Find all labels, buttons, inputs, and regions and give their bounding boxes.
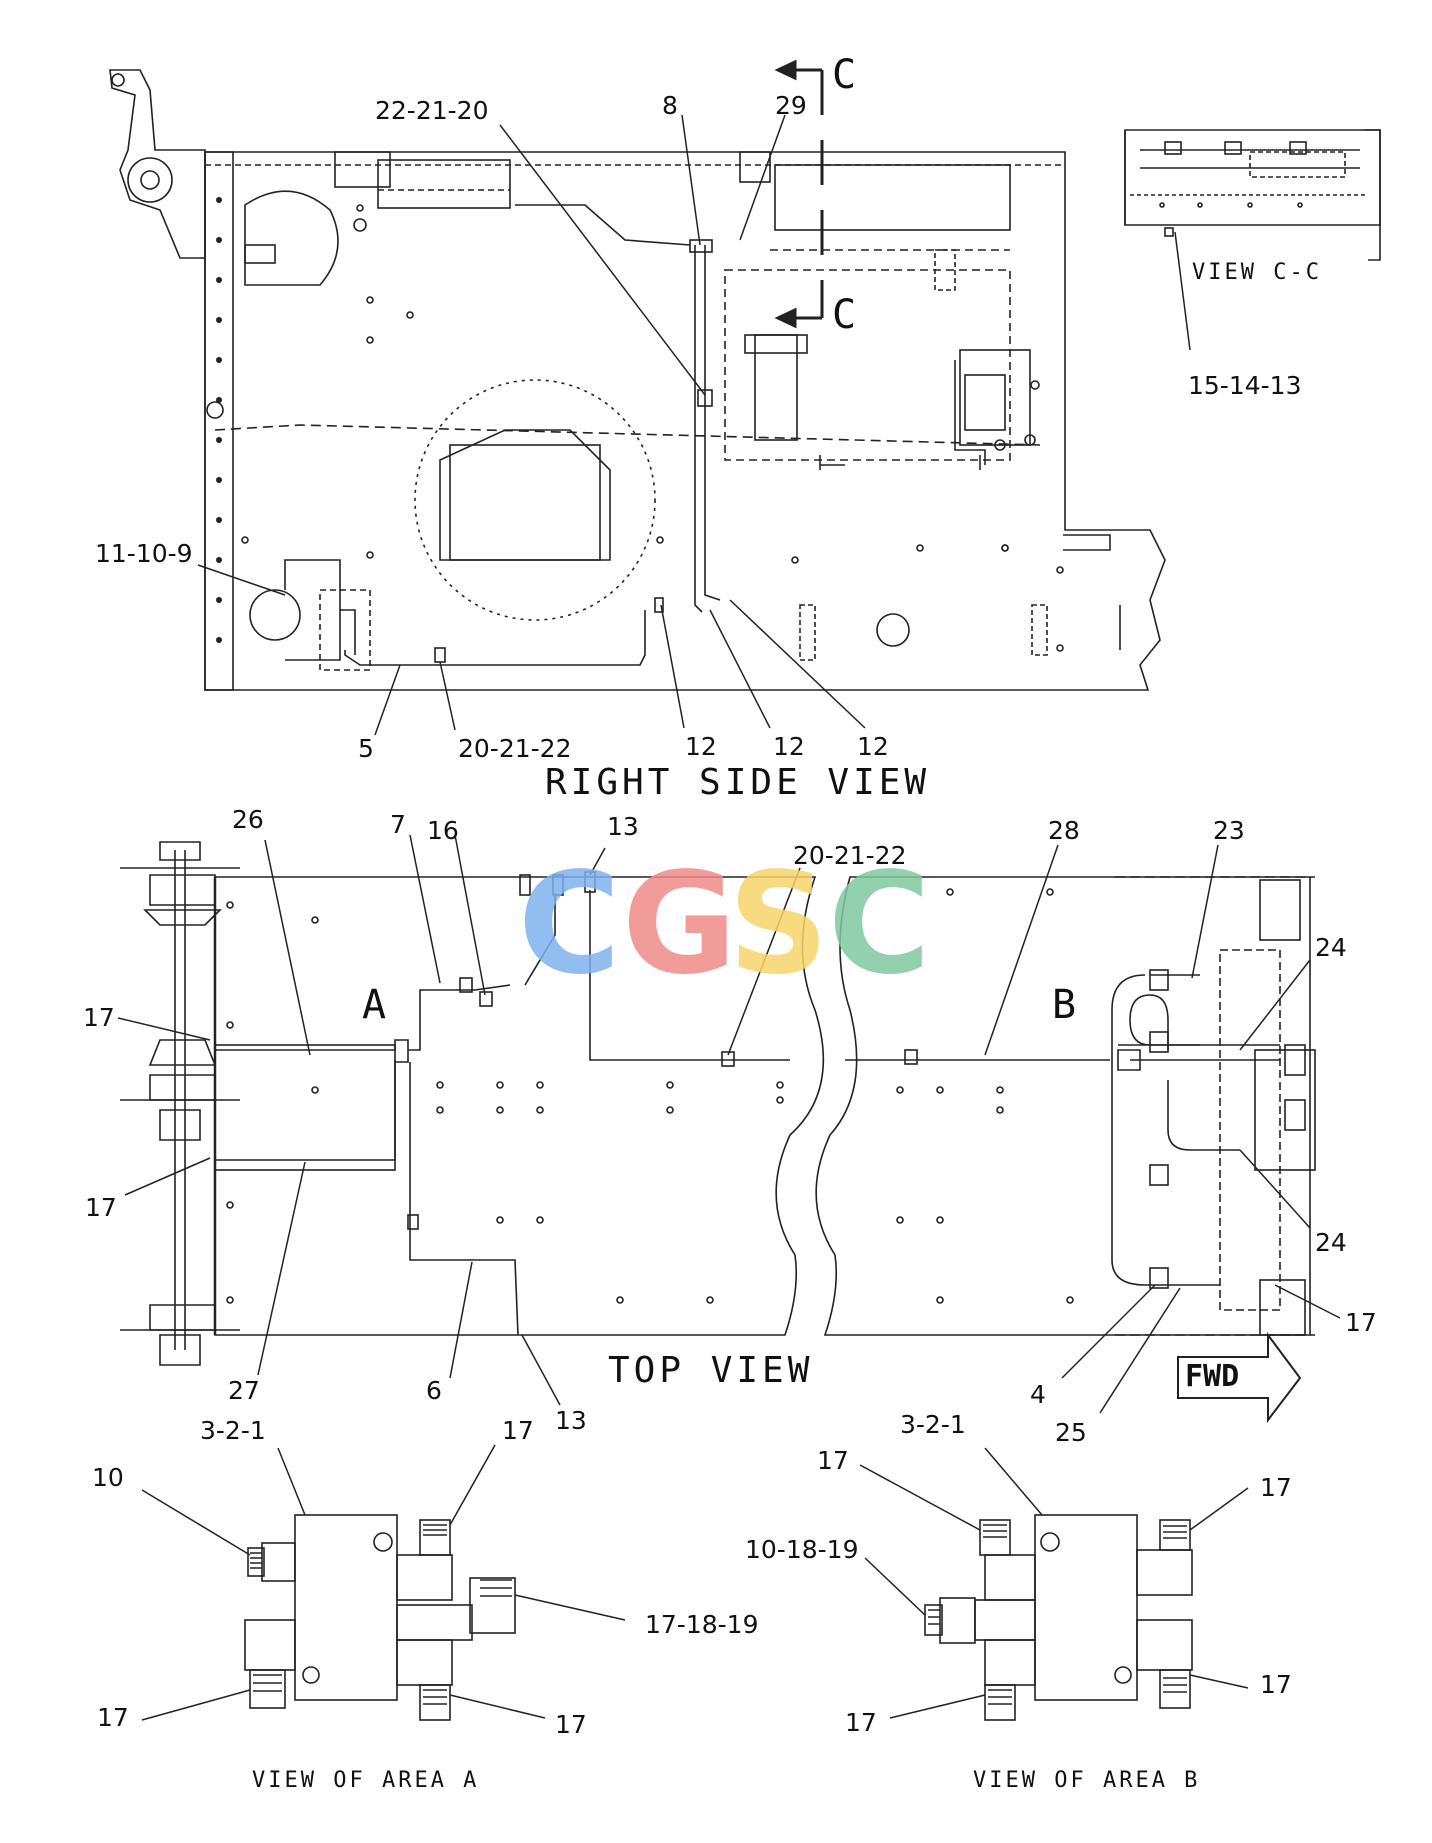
callout-17-b-view-top-left: 17	[817, 1446, 849, 1475]
callout-12-b: 12	[773, 732, 805, 761]
right-side-view-title: RIGHT SIDE VIEW	[545, 762, 931, 803]
callout-26: 26	[232, 805, 264, 834]
top-view-title: TOP VIEW	[608, 1350, 814, 1391]
watermark-letter-c2: C	[828, 843, 931, 1006]
section-marker-top: C	[832, 52, 857, 98]
callout-17-b-view-top-right: 17	[1260, 1473, 1292, 1502]
callout-17-a-view-bottom-right: 17	[555, 1710, 587, 1739]
callout-24-top: 24	[1315, 933, 1347, 962]
callout-13-bottom: 13	[555, 1406, 587, 1435]
watermark-letter-s: S	[728, 843, 829, 1006]
leader-lines	[117, 114, 1341, 1721]
callout-17-a-view-top: 17	[502, 1416, 534, 1445]
callout-7: 7	[390, 810, 406, 839]
view-area-b-drawing	[924, 1514, 1193, 1721]
callout-3-2-1-a: 3-2-1	[200, 1416, 266, 1445]
right-side-view-drawing	[109, 69, 1166, 691]
callout-20-21-22: 20-21-22	[458, 734, 572, 763]
callout-20-21-22-top: 20-21-22	[793, 841, 907, 870]
section-marker-bottom: C	[832, 292, 857, 338]
callout-17-a-top: 17	[83, 1003, 115, 1032]
view-area-a-drawing	[244, 1514, 516, 1721]
callout-23: 23	[1213, 816, 1245, 845]
callout-24-bottom: 24	[1315, 1228, 1347, 1257]
top-view-drawing	[120, 841, 1316, 1366]
forward-arrow-shape	[1177, 1331, 1302, 1423]
callout-17-18-19-a: 17-18-19	[645, 1610, 759, 1639]
forward-label: FWD	[1185, 1359, 1240, 1394]
callout-10-a: 10	[92, 1463, 124, 1492]
view-area-a-title: VIEW OF AREA A	[252, 1768, 480, 1793]
view-cc-drawing	[1124, 129, 1381, 261]
callout-29: 29	[775, 91, 807, 120]
callout-6: 6	[426, 1376, 442, 1405]
callout-16: 16	[427, 816, 459, 845]
callout-28: 28	[1048, 816, 1080, 845]
callout-3-2-1-b: 3-2-1	[900, 1410, 966, 1439]
callout-12-c: 12	[857, 732, 889, 761]
callout-27: 27	[228, 1376, 260, 1405]
callout-22-21-20: 22-21-20	[375, 96, 489, 125]
callout-15-14-13: 15-14-13	[1188, 371, 1302, 400]
callout-10-18-19-b: 10-18-19	[745, 1535, 859, 1564]
callout-12-a: 12	[685, 732, 717, 761]
callout-17-a-view-bottom-left: 17	[97, 1703, 129, 1732]
callout-17-a-bottom: 17	[85, 1193, 117, 1222]
callout-11-10-9: 11-10-9	[95, 539, 193, 568]
area-b-letter: B	[1052, 982, 1077, 1028]
section-cut-marker	[774, 59, 824, 329]
area-a-letter: A	[362, 982, 387, 1028]
callout-8: 8	[662, 91, 678, 120]
callout-17-b: 17	[1345, 1308, 1377, 1337]
callout-17-b-view-bottom-right: 17	[1260, 1670, 1292, 1699]
view-cc-title: VIEW C-C	[1192, 260, 1322, 285]
watermark-letter-g: G	[622, 843, 737, 1006]
callout-4: 4	[1030, 1380, 1046, 1409]
callout-13-top: 13	[607, 812, 639, 841]
view-area-b-title: VIEW OF AREA B	[973, 1768, 1201, 1793]
watermark-letter-c1: C	[518, 843, 621, 1006]
callout-17-b-view-bottom-left: 17	[845, 1708, 877, 1737]
callout-5: 5	[358, 734, 374, 763]
callout-25: 25	[1055, 1418, 1087, 1447]
